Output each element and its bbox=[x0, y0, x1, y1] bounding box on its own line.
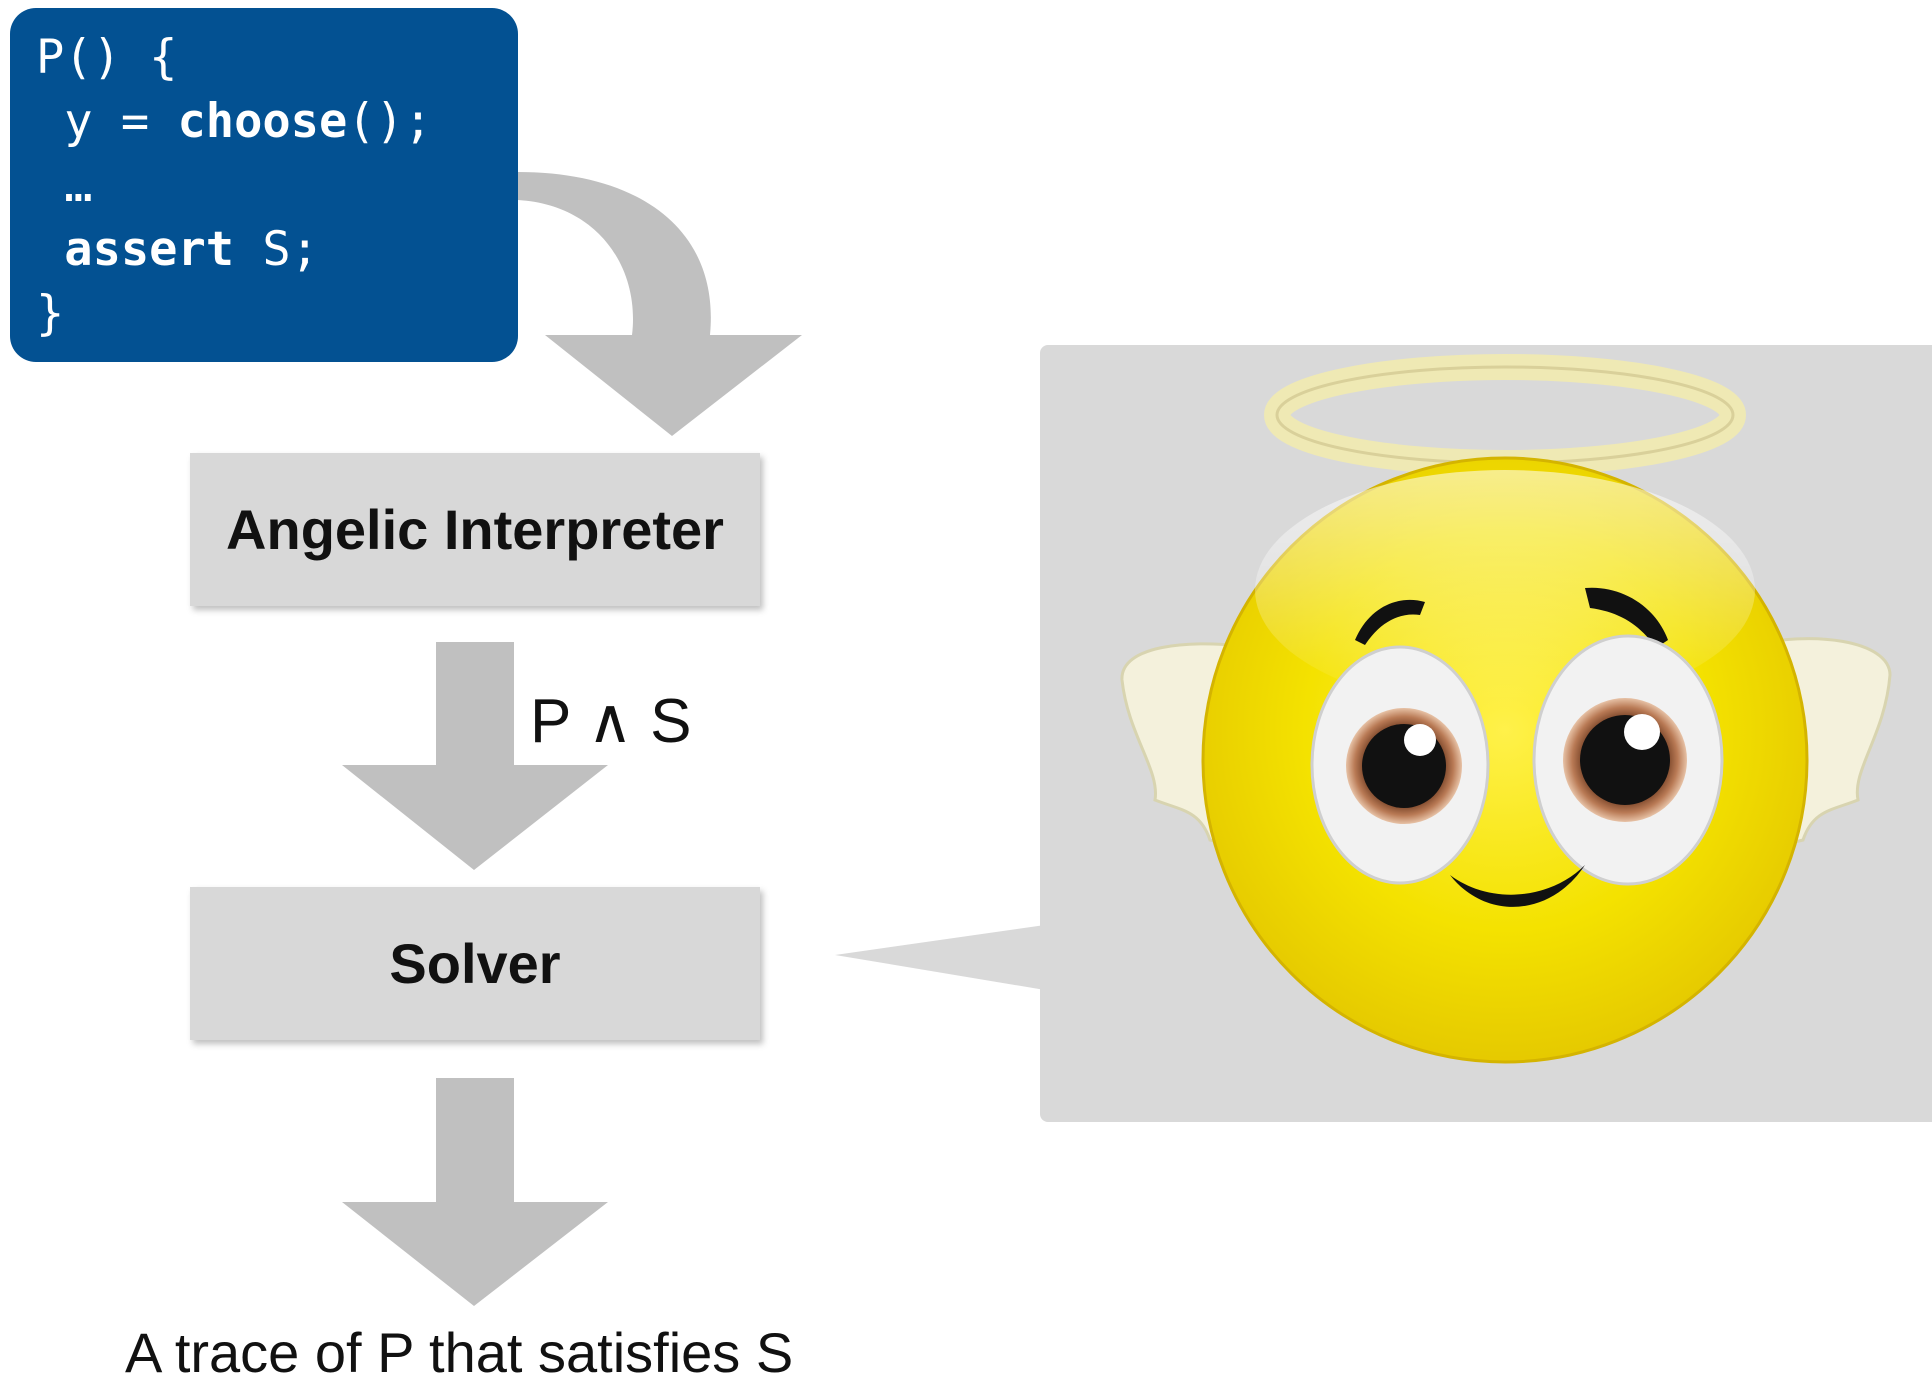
code-keyword: choose bbox=[177, 94, 348, 149]
solver-label: Solver bbox=[389, 932, 561, 995]
code-text: S; bbox=[234, 222, 319, 277]
curved-arrow bbox=[518, 172, 802, 436]
code-line: assert S; bbox=[36, 218, 518, 282]
code-text: } bbox=[36, 286, 65, 341]
left-eyebrow bbox=[1355, 599, 1425, 645]
code-keyword: assert bbox=[36, 222, 235, 277]
arrow-to-result bbox=[342, 1078, 608, 1306]
code-text: P() { bbox=[36, 30, 178, 85]
code-text: … bbox=[36, 158, 93, 213]
code-line: y = choose(); bbox=[36, 90, 518, 154]
result-label: A trace of P that satisfies S bbox=[125, 1321, 794, 1384]
angelic-interpreter-box: Angelic Interpreter bbox=[190, 453, 760, 606]
code-line: P() { bbox=[36, 26, 518, 90]
right-eyebrow bbox=[1585, 587, 1668, 648]
solver-box: Solver bbox=[190, 887, 760, 1040]
code-line: } bbox=[36, 282, 518, 346]
smile bbox=[1450, 865, 1585, 907]
code-text: y = bbox=[36, 94, 178, 149]
code-text: (); bbox=[347, 94, 433, 149]
angelic-interpreter-label: Angelic Interpreter bbox=[226, 498, 724, 561]
code-snippet: P() { y = choose(); … assert S; } bbox=[10, 8, 518, 362]
formula-label: P ∧ S bbox=[530, 687, 692, 756]
code-line: … bbox=[36, 154, 518, 218]
angel-emoji-icon bbox=[1120, 354, 1892, 1064]
arrow-to-solver bbox=[342, 642, 608, 870]
